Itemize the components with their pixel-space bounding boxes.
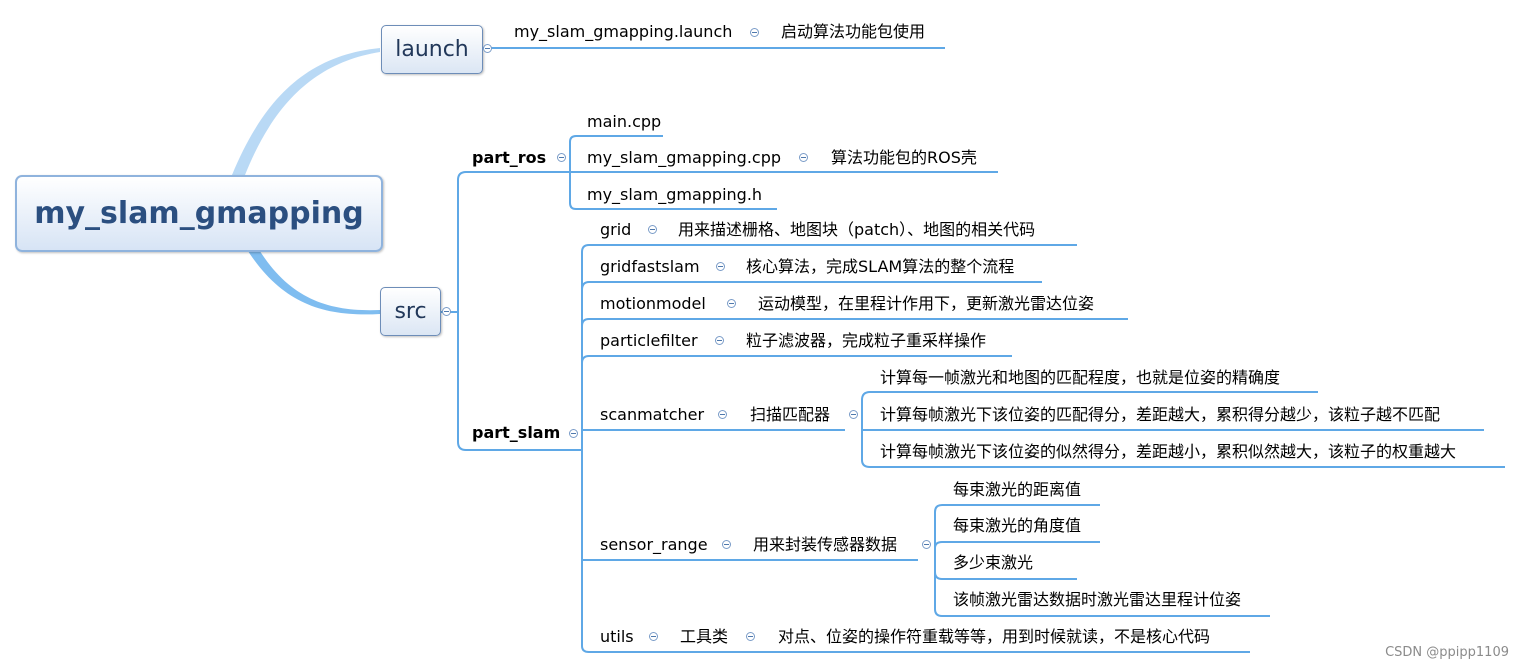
- collapse-icon[interactable]: [442, 307, 451, 316]
- collapse-icon[interactable]: [750, 28, 759, 37]
- collapse-icon[interactable]: [557, 153, 566, 162]
- root-launch-connector: [232, 48, 380, 175]
- particlefilter-label[interactable]: particlefilter: [600, 331, 698, 350]
- part-ros-label[interactable]: part_ros: [472, 148, 547, 167]
- scanmatcher-detail[interactable]: 计算每帧激光下该位姿的似然得分，差距越小，累积似然越大，该粒子的权重越大: [880, 442, 1457, 461]
- src-label: src: [394, 299, 427, 324]
- collapse-icon[interactable]: [722, 540, 731, 549]
- collapse-icon[interactable]: [649, 632, 658, 641]
- motionmodel-label[interactable]: motionmodel: [600, 294, 706, 313]
- collapse-icon[interactable]: [715, 336, 724, 345]
- launch-label: launch: [395, 37, 469, 62]
- collapse-icon[interactable]: [716, 262, 725, 271]
- launch-file[interactable]: my_slam_gmapping.launch: [514, 22, 733, 41]
- collapse-icon[interactable]: [746, 632, 755, 641]
- collapse-icon[interactable]: [922, 540, 931, 549]
- scanmatcher-detail[interactable]: 计算每一帧激光和地图的匹配程度，也就是位姿的精确度: [880, 368, 1281, 387]
- gridfastslam-desc[interactable]: 核心算法，完成SLAM算法的整个流程: [746, 257, 1015, 276]
- root-src-connector: [246, 248, 380, 315]
- grid-desc[interactable]: 用来描述栅格、地图块（patch）、地图的相关代码: [678, 220, 1036, 239]
- launch-node[interactable]: launch: [381, 25, 483, 74]
- gridfastslam-label[interactable]: gridfastslam: [600, 257, 700, 276]
- grid-label[interactable]: grid: [600, 220, 632, 239]
- sensor-range-detail[interactable]: 该帧激光雷达数据时激光雷达里程计位姿: [953, 590, 1242, 609]
- utils-label[interactable]: utils: [600, 627, 634, 646]
- scanmatcher-desc[interactable]: 扫描匹配器: [750, 405, 831, 424]
- collapse-icon[interactable]: [648, 225, 657, 234]
- root-node[interactable]: my_slam_gmapping: [15, 175, 383, 252]
- watermark: CSDN @ppipp1109: [1385, 645, 1509, 660]
- sensor-range-label[interactable]: sensor_range: [600, 535, 708, 554]
- part-slam-label[interactable]: part_slam: [472, 423, 561, 442]
- sensor-range-desc[interactable]: 用来封装传感器数据: [753, 535, 898, 554]
- main-cpp[interactable]: main.cpp: [587, 112, 662, 131]
- scanmatcher-label[interactable]: scanmatcher: [600, 405, 705, 424]
- my-slam-gmapping-h[interactable]: my_slam_gmapping.h: [587, 185, 763, 204]
- collapse-icon[interactable]: [727, 299, 736, 308]
- sensor-range-detail[interactable]: 每束激光的角度值: [953, 516, 1082, 535]
- ros-shell-desc[interactable]: 算法功能包的ROS壳: [831, 148, 977, 167]
- utils-desc[interactable]: 工具类: [680, 627, 729, 646]
- sensor-range-detail[interactable]: 每束激光的距离值: [953, 480, 1082, 499]
- root-title: my_slam_gmapping: [34, 196, 364, 231]
- collapse-icon[interactable]: [483, 44, 492, 53]
- collapse-icon[interactable]: [849, 410, 858, 419]
- motionmodel-desc[interactable]: 运动模型，在里程计作用下，更新激光雷达位姿: [758, 294, 1095, 313]
- sensor-range-detail[interactable]: 多少束激光: [953, 553, 1034, 572]
- src-node[interactable]: src: [380, 287, 441, 336]
- launch-desc[interactable]: 启动算法功能包使用: [781, 22, 926, 41]
- particlefilter-desc[interactable]: 粒子滤波器，完成粒子重采样操作: [746, 331, 987, 350]
- utils-note[interactable]: 对点、位姿的操作符重载等等，用到时候就读，不是核心代码: [778, 627, 1211, 646]
- collapse-icon[interactable]: [569, 429, 578, 438]
- collapse-icon[interactable]: [799, 153, 808, 162]
- collapse-icon[interactable]: [718, 410, 727, 419]
- my-slam-gmapping-cpp[interactable]: my_slam_gmapping.cpp: [587, 148, 782, 167]
- scanmatcher-detail[interactable]: 计算每帧激光下该位姿的匹配得分，差距越大，累积得分越少，该粒子越不匹配: [880, 405, 1441, 424]
